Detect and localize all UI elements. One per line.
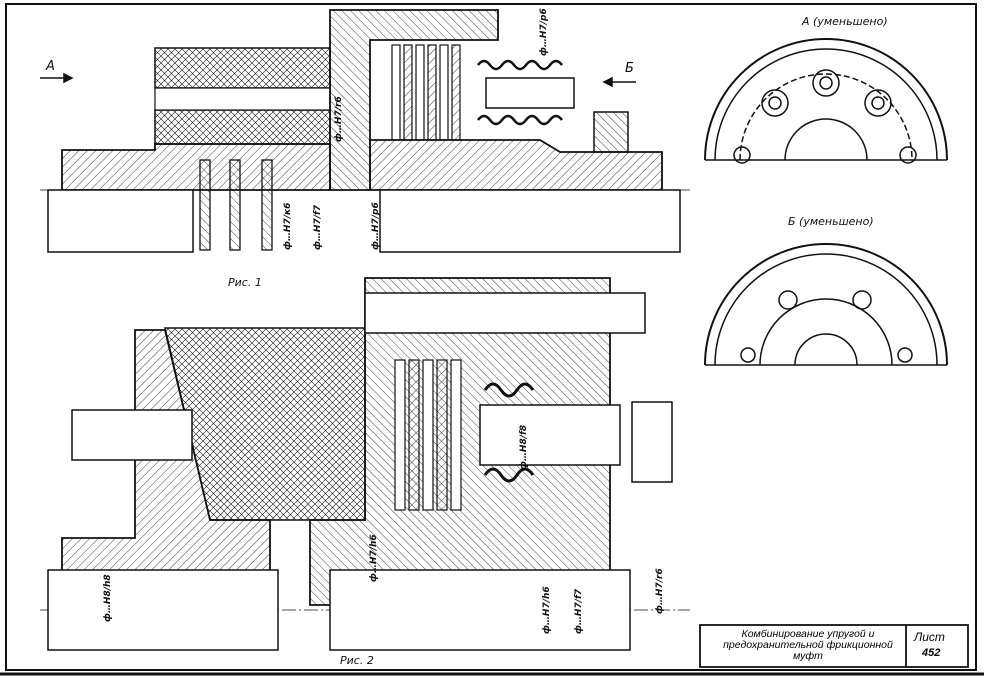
fit-label-4: ф…Н7/f7 [313,204,323,250]
fig1-caption: Рис. 1 [228,276,262,289]
fit-label-9: ф…Н7/h6 [542,586,552,634]
arrow-b-label: Б [625,61,634,76]
title-block-sheet-number: 452 [922,647,941,659]
arrow-b-mark [602,76,636,88]
title-block-title: Комбинирование упругой и предохранительн… [723,628,893,662]
fit-label-6: ф…Н8/f8 [519,424,529,470]
fig1-left-hub [61,143,331,191]
fig2-spring-bolt [479,404,621,466]
figure-2 [40,277,690,651]
view-a-title: А (уменьшено) [802,15,888,28]
sheet-frame [5,3,977,671]
view-b-title: Б (уменьшено) [788,215,874,228]
fit-label-11: ф…Н7/r6 [655,568,665,614]
fig1-right-shaft [379,189,681,253]
title-block-sheet-label: Лист [914,630,945,644]
fit-label-2: ф…Н7/r6 [334,96,344,142]
fit-label-3: ф…Н7/к6 [283,202,293,250]
fig1-nut [593,111,629,153]
fig1-right-hub [369,139,663,191]
fig2-left-shaft [47,569,279,651]
view-a [704,38,948,164]
fig1-friction-pack [391,44,461,141]
fig1-bolt [485,77,575,109]
fit-label-8: ф…Н8/h8 [103,574,113,622]
fig2-spring [483,382,535,483]
arrow-a-mark [40,72,74,84]
fit-label-7: ф…Н7/h6 [369,534,379,582]
fig1-elastic-pad-lower [154,109,331,145]
fit-label-10: ф…Н7/f7 [574,588,584,634]
fit-label-1: ф…Н7/р6 [539,8,549,56]
fig2-right-shaft [329,569,631,651]
fit-label-5: ф…Н7/р6 [371,202,381,250]
fig2-caption: Рис. 2 [340,654,374,667]
fig1-elastic-pad-upper [154,47,331,89]
fig1-pin-bore [154,87,331,111]
title-block: Комбинирование упругой и предохранительн… [700,625,968,667]
fig1-left-shaft [47,189,194,253]
fig2-right-nut [631,401,673,483]
fig2-friction-pack [394,359,462,511]
view-b [704,243,948,366]
fig2-top-bolt [364,292,646,334]
fig1-spring [477,59,563,126]
fig1-center-disc [329,9,499,191]
figure-1 [40,9,690,253]
arrow-a-label: А [46,59,55,74]
fig2-left-bolt [71,409,193,461]
fig1-collar [199,159,273,251]
title-block-frame [699,624,969,668]
